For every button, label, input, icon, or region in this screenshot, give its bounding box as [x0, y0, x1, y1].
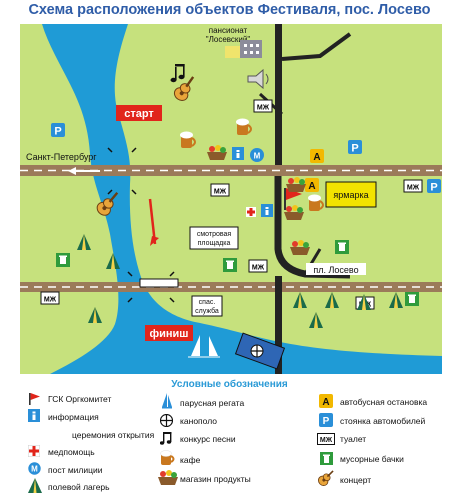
viewpoint-label-1: смотровая [197, 231, 232, 238]
legend-police: пост милиции [48, 465, 103, 475]
shop-icon [286, 177, 306, 192]
rescue-label-2: служба [195, 307, 219, 315]
regatta-icon [162, 393, 172, 409]
legend-parking: стоянка автомобилей [340, 416, 426, 426]
svg-text:МЖ: МЖ [252, 265, 265, 272]
legend-ceremony: церемония открытия [72, 430, 155, 440]
parking-sign: P [51, 123, 65, 138]
city-arrowhead [68, 167, 76, 175]
city-label: Санкт-Петербург [26, 152, 97, 162]
start-marker [116, 105, 162, 121]
finish-marker [145, 325, 193, 341]
svg-text:P: P [351, 143, 358, 155]
bridges [107, 147, 179, 303]
canoe-icon [160, 414, 173, 427]
shop-icon [158, 470, 178, 485]
shop-icon [207, 145, 227, 160]
trash-icon [320, 452, 333, 465]
viewpoint-box [189, 226, 239, 250]
gsk-flag-icon [29, 393, 40, 405]
race-direction-arrow [148, 198, 157, 245]
toilet-sign: МЖ [248, 259, 268, 273]
legend-camp: полевой лагерь [48, 482, 110, 492]
info-icon [261, 204, 273, 217]
trash-icon [56, 253, 70, 267]
police-icon: M [250, 148, 264, 162]
legend-concert: концерт [340, 475, 372, 485]
song-contest-icon [170, 64, 185, 83]
fair-box [325, 181, 377, 208]
cafe-icon [160, 450, 175, 465]
info-icon [232, 147, 244, 160]
square-label: пл. Лосево [313, 265, 358, 275]
rescue-label-1: спас. [199, 299, 216, 306]
concert-icon [318, 470, 334, 486]
svg-text:МЖ: МЖ [407, 185, 420, 192]
rescue-box [191, 295, 223, 317]
shop-icon [290, 240, 310, 255]
trash-icon [223, 258, 237, 272]
roads [20, 24, 442, 374]
svg-text:A: A [322, 397, 329, 408]
info-icon [28, 409, 40, 422]
parking-icon: P [319, 413, 333, 427]
svg-text:МЖ: МЖ [214, 189, 227, 196]
medical-icon [28, 445, 40, 457]
festival-map: старт финиш Санкт-Петербург пансионат "Л… [20, 24, 442, 374]
legend-info: информация [48, 412, 99, 422]
svg-text:M: M [254, 152, 261, 161]
trash-icon [405, 292, 419, 306]
legend-song: конкурс песни [180, 434, 236, 444]
toilet-sign: МЖ [253, 99, 273, 113]
hotel-label-2: "Лосевский" [206, 35, 251, 44]
start-label: старт [124, 108, 154, 120]
speaker-icon [247, 68, 269, 90]
shop-icon [284, 205, 304, 220]
legend-regatta: парусная регата [180, 398, 245, 408]
bus-icon: A [319, 394, 333, 408]
svg-text:МЖ: МЖ [320, 437, 333, 444]
square-box [306, 263, 366, 275]
svg-text:A: A [308, 181, 315, 192]
race-arrowhead [150, 236, 159, 246]
music-note-icon [160, 432, 172, 445]
finish-label: финиш [150, 328, 189, 340]
trash-icon [335, 240, 349, 254]
hotel-label-1: пансионат [209, 26, 248, 35]
legend-trash: мусорные бачки [340, 454, 404, 464]
map-title: Схема расположения объектов Фестиваля, п… [28, 2, 431, 18]
legend-shop: магазин продукты [180, 474, 251, 484]
bus-stop-sign: A [305, 178, 319, 192]
svg-text:P: P [323, 416, 330, 427]
fair-label: ярмарка [333, 190, 368, 200]
svg-text:A: A [313, 152, 320, 163]
legend-gsk: ГСК Оргкомитет [48, 394, 112, 404]
legend-toilet: туалет [340, 434, 367, 444]
police-icon: M [28, 462, 41, 475]
legend-title: Условные обозначения [171, 379, 288, 390]
toilet-sign: МЖ [40, 291, 60, 305]
legend-canoe: канополо [180, 416, 217, 426]
toilet-sign: МЖ [210, 183, 230, 197]
svg-text:МЖ: МЖ [44, 297, 57, 304]
svg-text:M: M [31, 465, 38, 474]
canoe-base-icon [234, 332, 286, 370]
toilet-icon: МЖ [317, 433, 335, 445]
parking-sign: P [348, 140, 362, 155]
parking-sign: P [427, 179, 441, 194]
bus-stop-sign: A [310, 149, 324, 163]
hotel-building [225, 40, 262, 58]
viewpoint-label-2: площадка [198, 240, 231, 247]
svg-text:P: P [430, 182, 437, 194]
legend-bus: автобусная остановка [340, 397, 428, 407]
legend-cafe: кафе [180, 455, 201, 465]
toilet-sign: МЖ [403, 179, 423, 193]
camp-icon [28, 478, 42, 493]
regatta-icon [188, 335, 220, 358]
svg-text:P: P [54, 126, 61, 138]
svg-text:МЖ: МЖ [257, 105, 270, 112]
legend-medical: медпомощь [48, 447, 95, 457]
medical-icon [246, 207, 256, 217]
